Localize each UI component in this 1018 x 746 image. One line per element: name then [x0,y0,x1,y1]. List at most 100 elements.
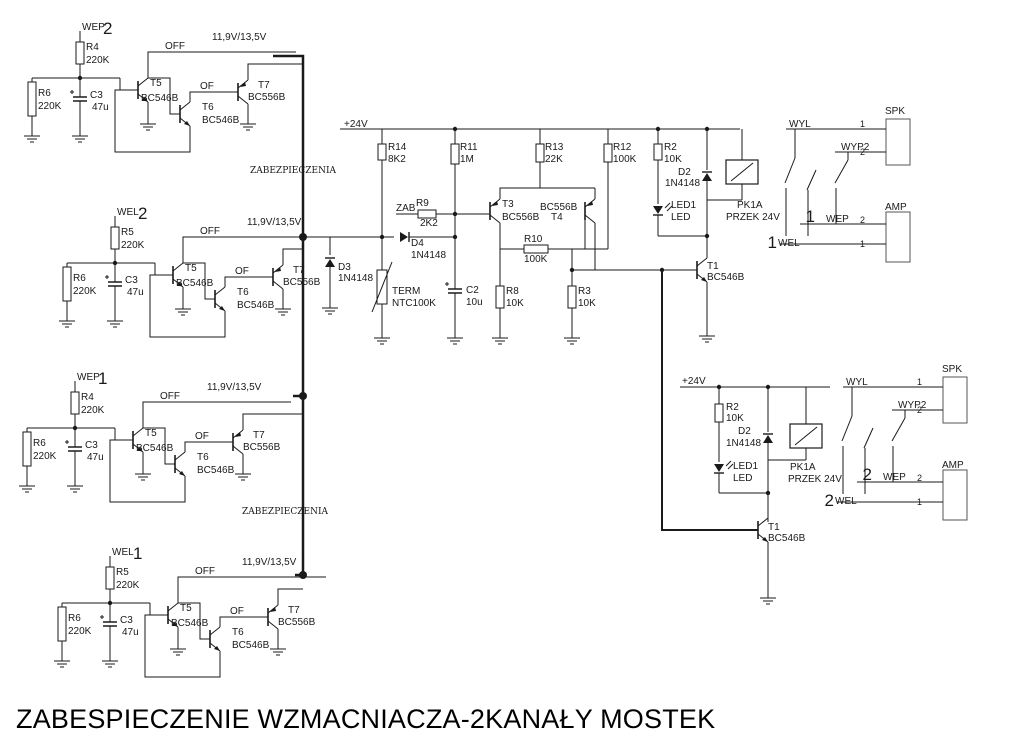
label: R6 [38,88,51,99]
label: R3 [578,286,591,297]
junction-dot [299,571,307,579]
ground-symbol [170,643,186,656]
label: T7 [288,605,300,616]
label: 1 [98,369,107,388]
label: 2 [825,491,834,510]
npn-transistor [696,257,708,283]
label: 220K [68,626,92,637]
resistor [75,38,85,68]
label: R12 [613,142,632,153]
label: R2 [664,142,677,153]
label: WEL [112,547,134,558]
label: LED [733,473,752,484]
label: C3 [120,615,133,626]
pnp-transistor [267,604,279,630]
label: ZABEZPIECZENIA [242,507,329,517]
junction-dot [655,126,661,132]
label: WYP2 [841,142,870,153]
resistor [57,603,67,645]
label: BC546B [171,618,209,629]
npn-transistor [757,517,769,543]
label: 220K [73,286,97,297]
resistor [535,140,545,166]
label: OF [200,81,214,92]
label: R5 [116,567,129,578]
label: 11,9V/13,5V [247,217,302,228]
resistor [62,263,72,305]
label: R4 [86,42,99,53]
label: OFF [165,41,185,52]
label: 1M [460,154,474,165]
label: 2K2 [420,218,438,229]
connector [885,211,911,263]
resistor [22,428,32,470]
label: WEP [826,214,849,225]
label: 100K [613,154,637,165]
label: BC546B [707,272,745,283]
label: 1 [917,377,922,387]
ground-symbol [54,655,70,668]
junction-dot [379,234,385,240]
capacitor [70,90,87,102]
label: 2 [863,465,872,484]
label: 47u [127,287,144,298]
junction-dot [765,384,771,390]
resistor [27,78,37,120]
label: PRZEK 24V [726,212,780,223]
label: R8 [506,286,519,297]
resistor [70,388,80,418]
label: OF [230,606,244,617]
label: WEP [883,472,906,483]
ground-symbol [59,315,75,328]
ground-symbol [699,330,715,343]
label: OF [235,266,249,277]
npn-transistor [137,77,149,103]
label: 2 [138,204,147,223]
ground-symbol [322,302,338,315]
label: R4 [81,392,94,403]
label: BC546B [768,533,806,544]
label: OF [195,431,209,442]
resistor [105,563,115,593]
label: 220K [86,55,110,66]
label: C2 [466,285,479,296]
junction-dot [299,392,307,400]
npn-transistor [209,626,221,652]
junction-dot [716,384,722,390]
label: 8K2 [388,154,406,165]
label: D2 [678,167,691,178]
label: BC556B [502,212,540,223]
npn-transistor [132,427,144,453]
label: BC556B [540,202,578,213]
label: T6 [237,287,249,298]
label: R9 [416,198,429,209]
label: T7 [293,265,305,276]
resistor [653,140,663,164]
ground-symbol [19,480,35,493]
label: BC546B [141,93,179,104]
label: PRZEK 24V [788,474,842,485]
label: 11,9V/13,5V [207,382,262,393]
label: LED1 [671,200,696,211]
capacitor [100,615,117,627]
npn-transistor [167,602,179,628]
label: 2 [860,215,865,225]
ground-symbol [240,118,256,131]
label: R13 [545,142,564,153]
junction-dot [765,490,771,496]
ground-symbol [270,643,286,656]
page-title: ZABESPIECZENIE WZMACNIACZA-2KANAŁY MOSTE… [16,704,716,734]
label: T5 [185,263,197,274]
label: 1 [806,207,815,226]
label: BC546B [232,640,270,651]
label: C3 [85,440,98,451]
diode [400,232,410,242]
label: R10 [524,234,543,245]
resistor [495,282,505,312]
label: LED1 [733,461,758,472]
diode [325,257,335,267]
label: 1N4148 [411,250,446,261]
